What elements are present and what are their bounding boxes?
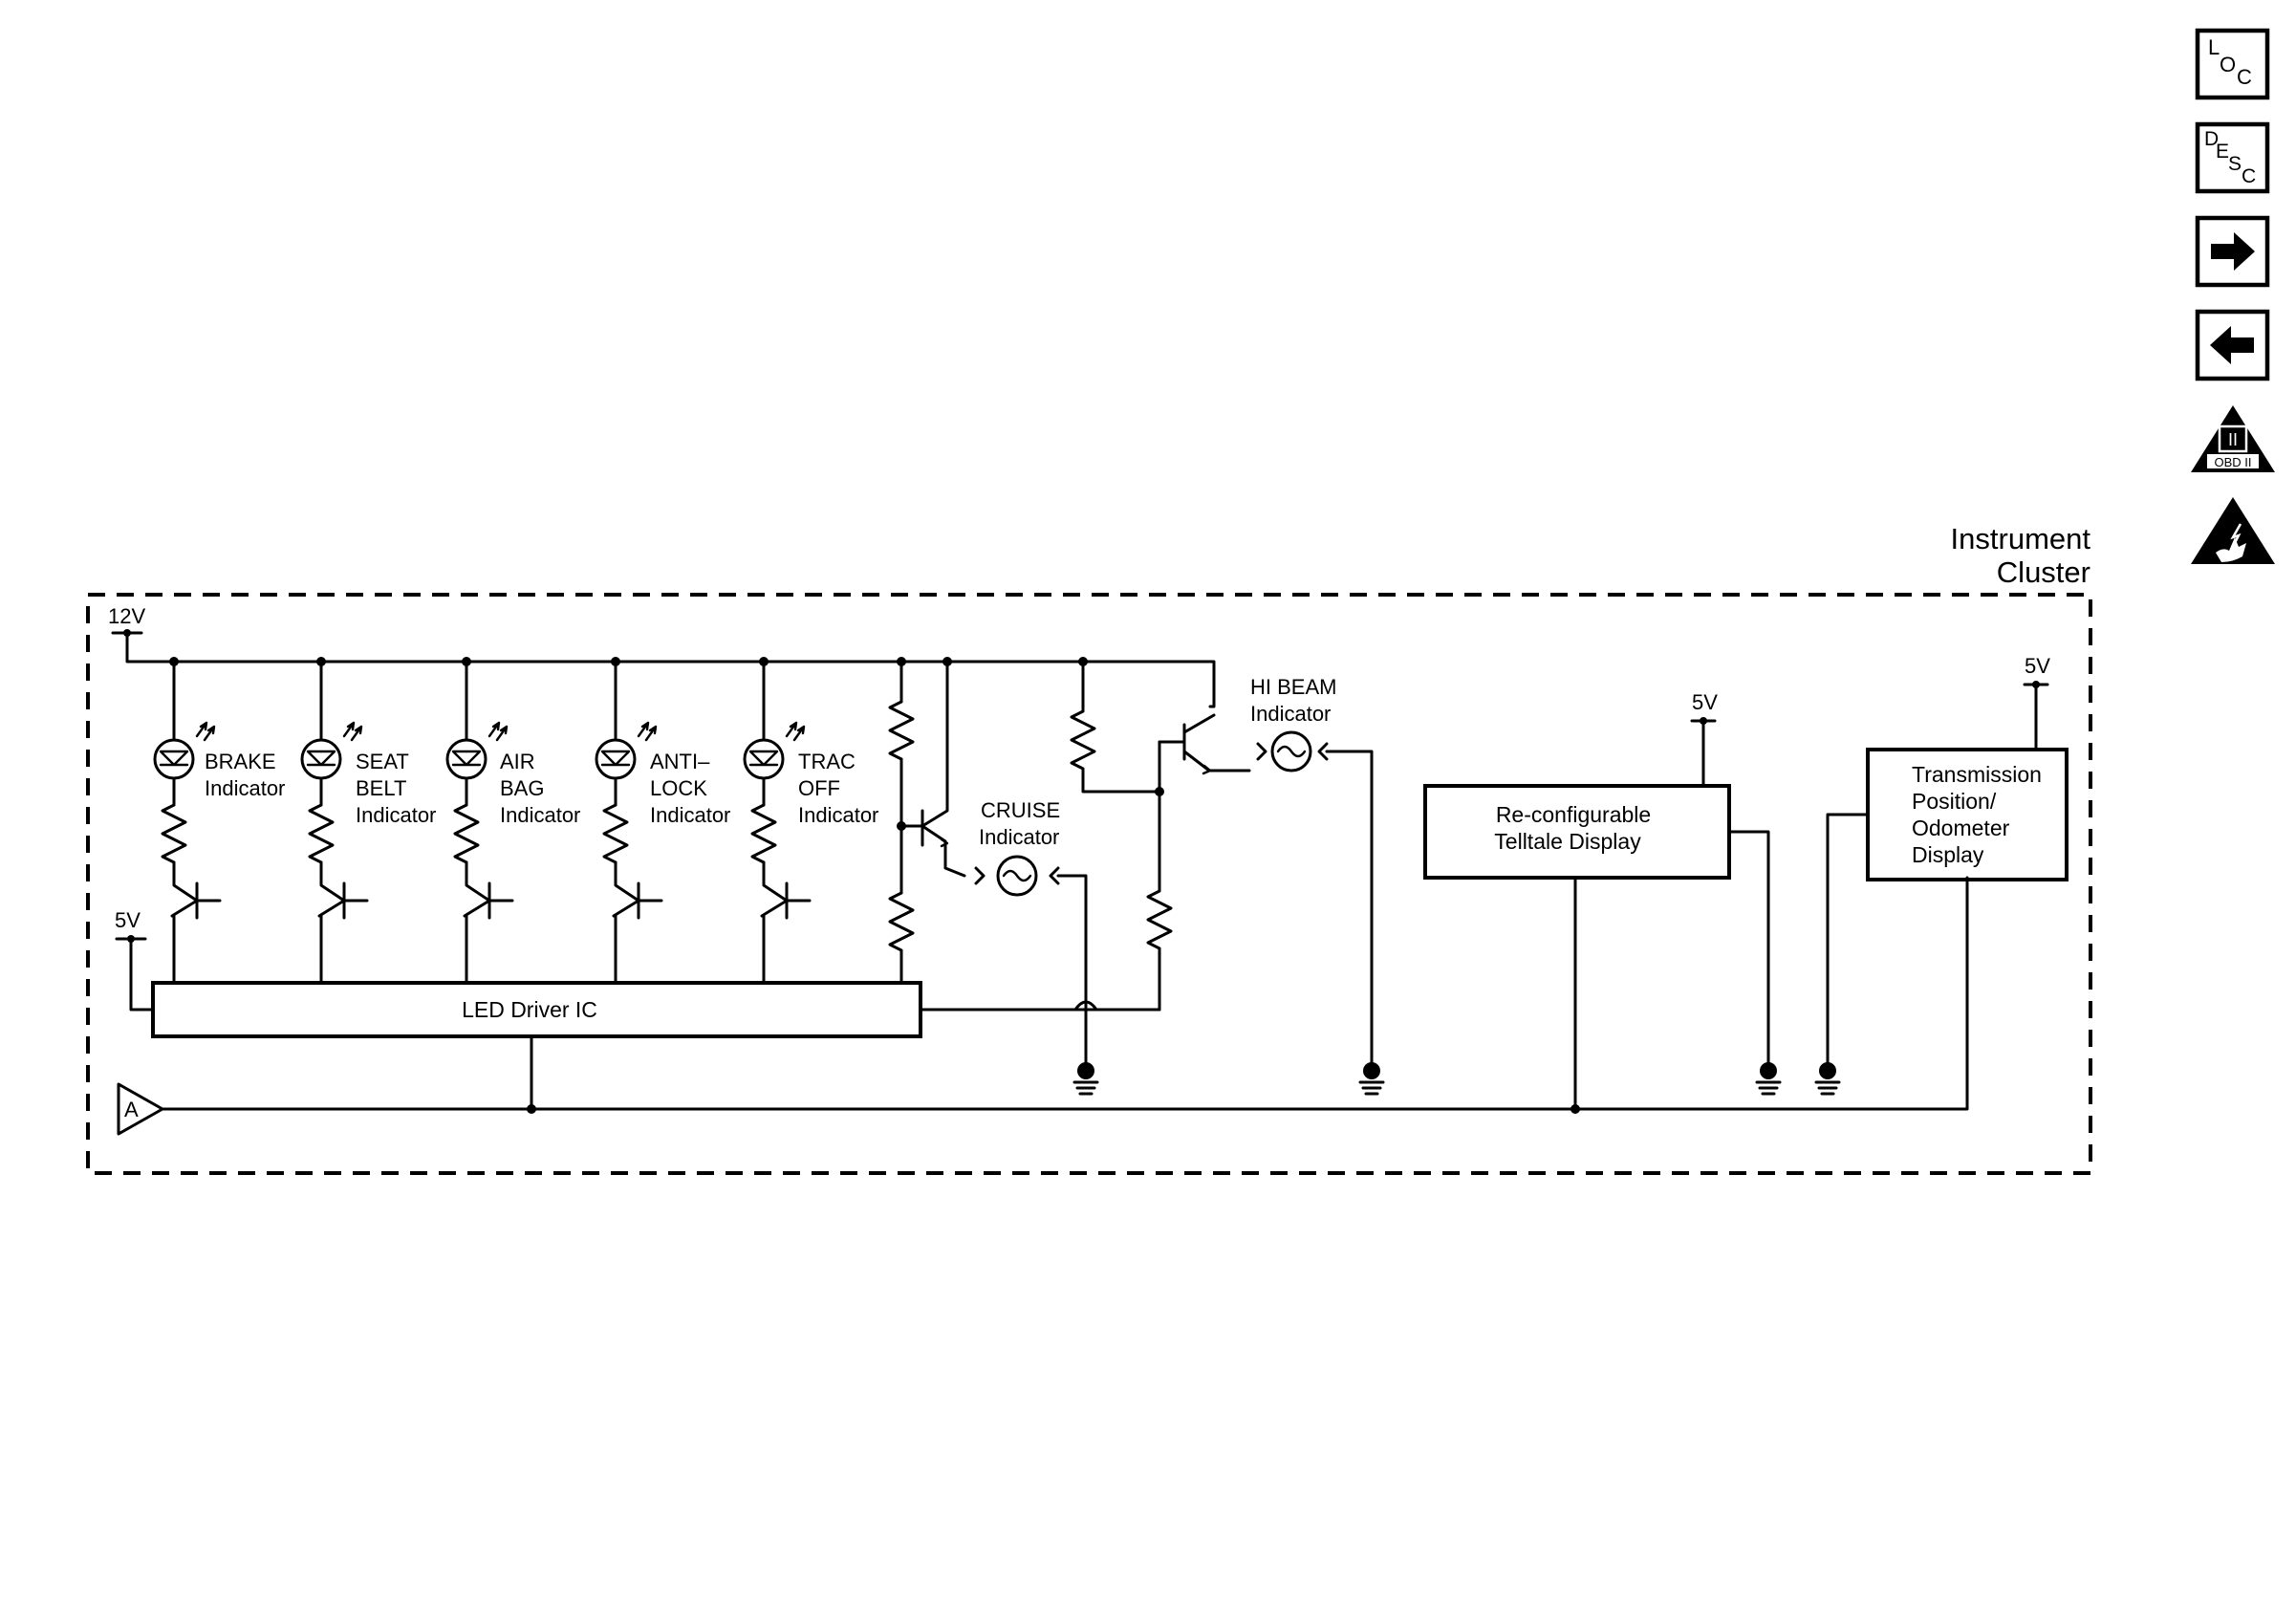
hibeam-label: HI BEAM (1250, 675, 1336, 699)
indicator-label-line: ANTI– (650, 750, 710, 773)
brake-indicator-branch (153, 657, 222, 985)
indicator-label-line: OFF (798, 776, 840, 800)
indicator-branches (153, 657, 812, 985)
supply-12v-label: 12V (108, 604, 145, 628)
indicator-label-line: BAG (500, 776, 544, 800)
arrow-right-icon (2211, 232, 2255, 271)
supply-5v-telltale-label: 5V (1692, 690, 1718, 714)
telltale-wires (1573, 719, 1770, 1111)
svg-text:II: II (2228, 430, 2238, 449)
desc-button[interactable]: D E S C (2195, 121, 2270, 194)
cruise-label: CRUISE (981, 798, 1060, 822)
ground-hibeam (1358, 1012, 1385, 1096)
obd-ii-button[interactable]: II OBD II (2191, 405, 2275, 472)
seatbelt-indicator-branch (300, 657, 369, 985)
indicator-label-line: SEAT (356, 750, 409, 773)
svg-text:S: S (2228, 153, 2242, 175)
ground-telltale (1755, 1062, 1782, 1096)
svg-text:C: C (2242, 165, 2256, 187)
cruise-indicator-branch (888, 657, 1088, 1015)
connector-a (117, 876, 1969, 1136)
module-title: Instrument (1951, 522, 2091, 555)
led-driver-label: LED Driver IC (462, 997, 597, 1022)
esd-warning-icon (2191, 497, 2275, 564)
indicator-label-line: BRAKE (205, 750, 276, 773)
indicator-label-line: Indicator (356, 803, 436, 827)
esd-warning-button[interactable] (2191, 497, 2275, 564)
tracoff-indicator-branch (743, 657, 812, 985)
supply-5v-trans-label: 5V (2025, 654, 2050, 678)
transmission-label: Transmission (1912, 762, 2042, 787)
svg-text:D: D (2204, 128, 2219, 150)
ground-cruise (1072, 1012, 1099, 1096)
transmission-label-line2: Position/ (1912, 789, 1997, 814)
svg-text:E: E (2216, 141, 2229, 163)
hibeam-label-line2: Indicator (1250, 702, 1331, 726)
svg-text:C: C (2237, 65, 2252, 89)
transmission-label-line3: Odometer (1912, 816, 2010, 840)
loc-button[interactable]: L O C (2195, 28, 2270, 100)
transmission-wires (1826, 683, 2038, 1065)
indicator-label-line: BELT (356, 776, 406, 800)
arrow-left-icon (2210, 326, 2254, 364)
ground-symbols (1072, 1012, 1841, 1096)
connector-a-label: A (124, 1098, 139, 1121)
indicator-label-line: AIR (500, 750, 535, 773)
telltale-label: Re-configurable (1496, 802, 1651, 827)
svg-text:O: O (2220, 53, 2236, 76)
cruise-label-line2: Indicator (979, 825, 1059, 849)
airbag-indicator-branch (445, 657, 514, 985)
transmission-label-line4: Display (1912, 842, 1984, 867)
antilock-indicator-branch (595, 657, 663, 985)
svg-text:L: L (2208, 35, 2220, 59)
supply-5v-left-terminal (115, 935, 155, 1012)
telltale-label-line2: Telltale Display (1494, 829, 1641, 854)
module-title-line2: Cluster (1997, 555, 2090, 589)
ground-transmission (1814, 1062, 1841, 1096)
driver-output-wire (919, 1000, 1161, 1012)
indicator-label-line: LOCK (650, 776, 707, 800)
supply-5v-left-label: 5V (115, 908, 141, 932)
supply-12v-terminal (111, 629, 1216, 708)
module-boundary (86, 593, 2092, 1175)
indicator-label-line: Indicator (650, 803, 730, 827)
indicator-label-line: Indicator (205, 776, 285, 800)
indicator-label-line: TRAC (798, 750, 856, 773)
next-page-button[interactable] (2195, 215, 2270, 288)
indicator-label-line: Indicator (798, 803, 878, 827)
indicator-label-line: Indicator (500, 803, 580, 827)
previous-page-button[interactable] (2195, 309, 2270, 381)
svg-text:OBD II: OBD II (2214, 455, 2251, 469)
